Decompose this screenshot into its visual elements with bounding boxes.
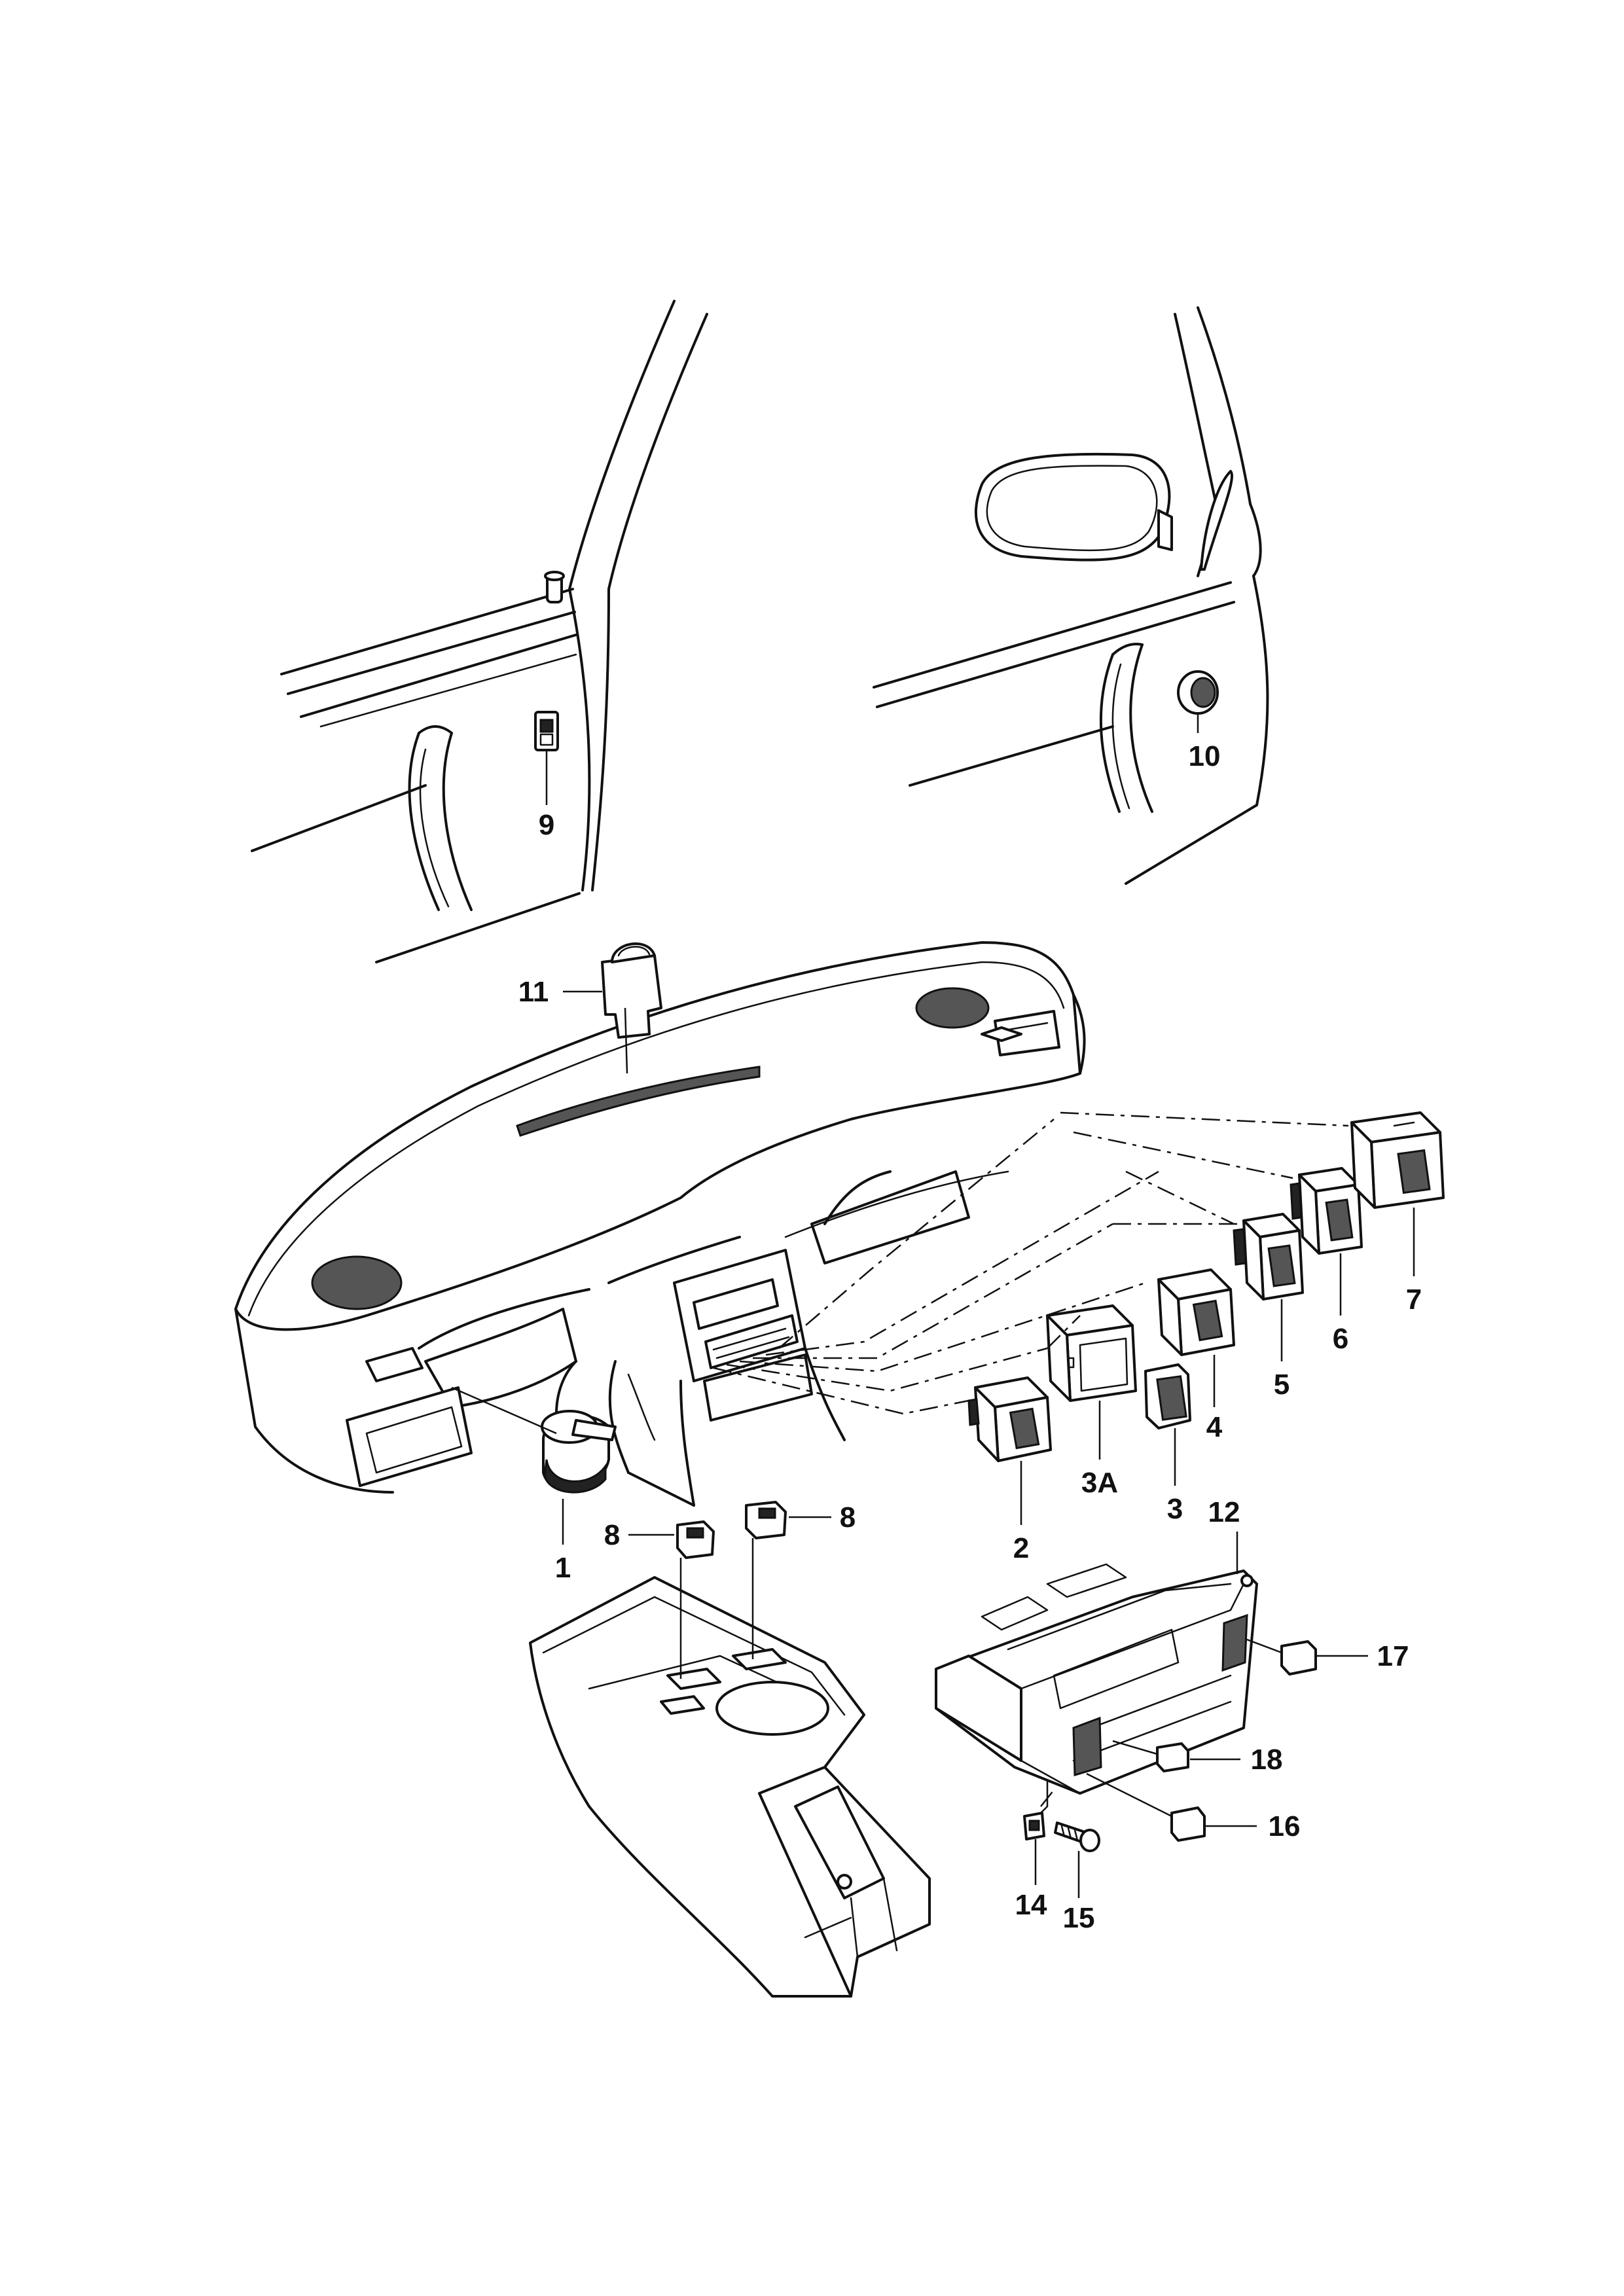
part-14-clip [1023,1789,1055,1885]
callout-3a: 3A [1081,1467,1118,1499]
part-8-switch-right [745,1501,831,1659]
part-8-switch-left [628,1520,715,1679]
part-12-climate-control-unit [935,1532,1258,1820]
part-4-switch [1157,1268,1235,1407]
part-15-screw [1054,1821,1100,1898]
front-door-illustration [873,306,1269,885]
callout-15: 15 [1063,1902,1095,1934]
callout-17: 17 [1377,1640,1409,1672]
part-1-rotary-switch [451,1386,617,1545]
part-16-cap [1086,1772,1257,1842]
part-3a-switch-frame [1046,1304,1137,1460]
callout-12: 12 [1208,1496,1240,1528]
callout-1: 1 [555,1552,571,1584]
callout-5: 5 [1274,1369,1290,1401]
part-3-switch-cap [1144,1363,1191,1486]
callout-8-right: 8 [840,1501,856,1534]
switch-lineup [713,1111,1445,1525]
part-5-switch [1233,1213,1304,1361]
callout-3: 3 [1167,1493,1183,1525]
part-17-cap [1246,1638,1368,1676]
callout-2: 2 [1013,1532,1029,1564]
part-18-cap [1112,1740,1240,1772]
callout-6: 6 [1333,1323,1348,1355]
rear-door-illustration [251,300,708,963]
callout-18: 18 [1251,1744,1283,1776]
callout-8-left: 8 [604,1519,620,1551]
center-console-illustration [529,1576,931,1998]
callout-14: 14 [1015,1889,1047,1921]
callout-10: 10 [1189,740,1221,772]
part-2-switch [967,1376,1052,1525]
callout-11: 11 [518,976,549,1008]
callout-7: 7 [1406,1283,1422,1316]
callout-16: 16 [1269,1810,1301,1842]
callout-9: 9 [539,809,554,841]
callout-4: 4 [1206,1411,1223,1443]
part-6-switch [1290,1167,1363,1316]
dashboard-illustration [234,941,1086,1507]
part-11-switch [601,942,662,1074]
part-7-switch [1350,1111,1445,1276]
